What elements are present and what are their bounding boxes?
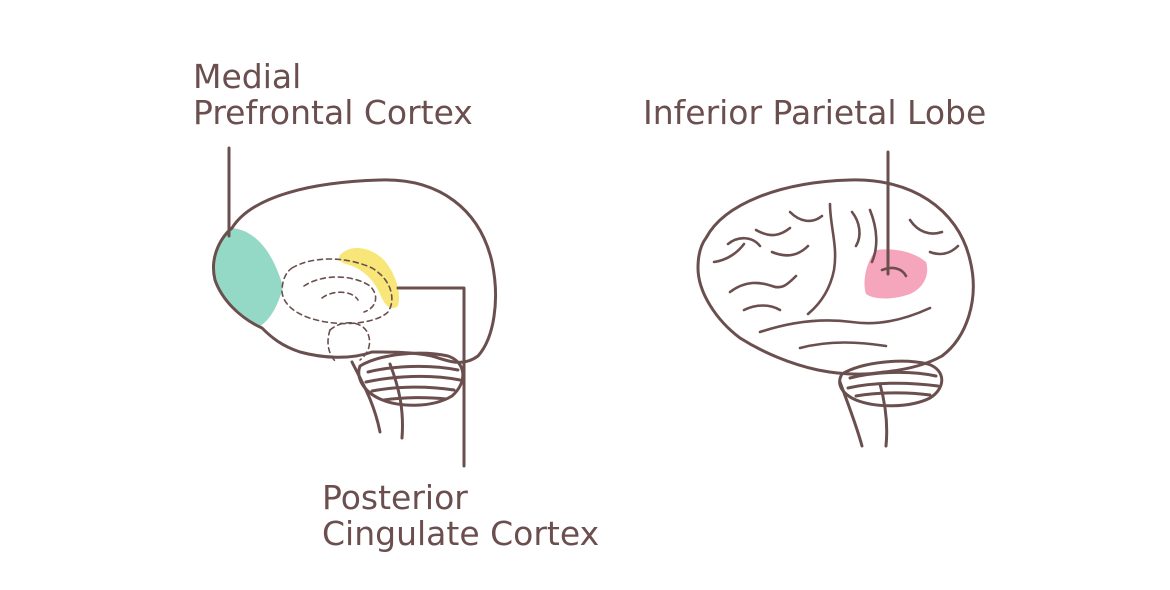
lateral-brainstem-back (878, 382, 889, 448)
pcc-label-line2: Cingulate Cortex (322, 514, 600, 553)
lateral-cerebellum (838, 359, 944, 408)
medial-brainstem (350, 360, 382, 434)
medial-cerebellum (357, 351, 465, 407)
pcc-label-line1: Posterior (322, 478, 468, 517)
pcc-leader-line (396, 286, 466, 468)
ipl-label: Inferior Parietal Lobe (643, 93, 987, 132)
medial-brain-outline (212, 178, 498, 364)
medial-prefrontal-region (213, 228, 283, 326)
medial-brainstem-back (388, 362, 404, 440)
mpfc-label-line2: Prefrontal Cortex (193, 93, 473, 132)
medial-inner-structures (281, 258, 393, 363)
lateral-brain-outline (696, 178, 975, 376)
medial-brain (212, 146, 498, 468)
lateral-brain (696, 150, 975, 448)
mpfc-label-line1: Medial (193, 57, 302, 96)
inferior-parietal-region (864, 249, 928, 299)
posterior-cingulate-region (339, 247, 400, 309)
lateral-sulci (712, 202, 960, 350)
